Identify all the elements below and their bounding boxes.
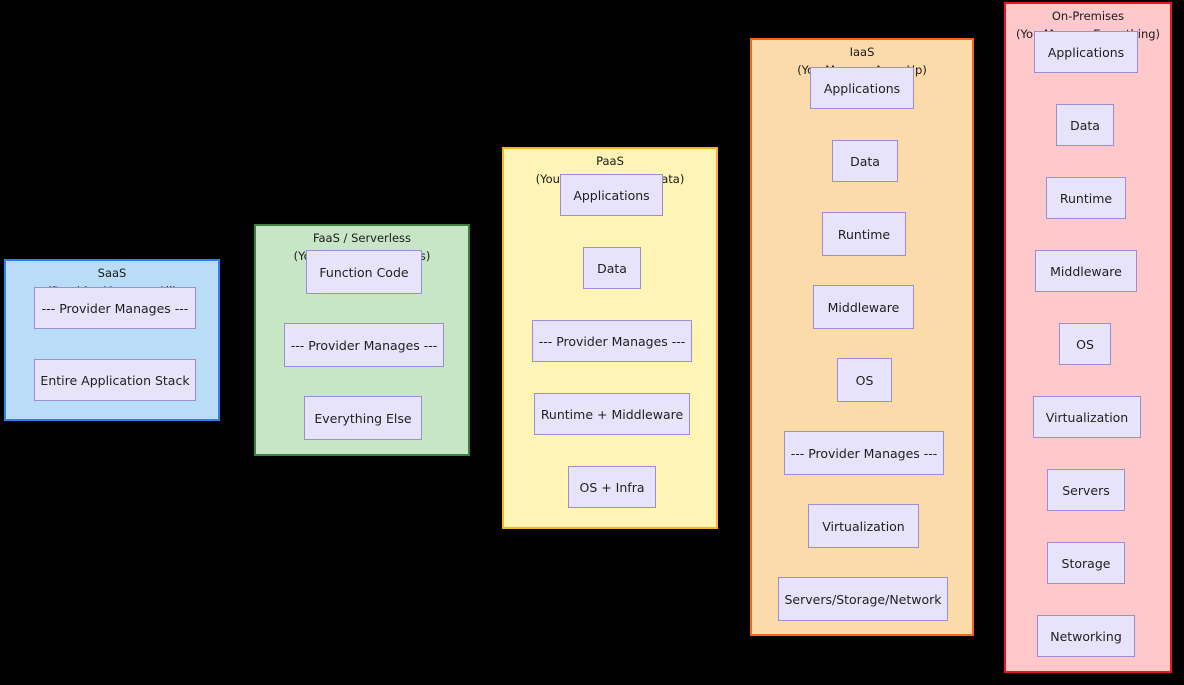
layer-box[interactable]: Runtime + Middleware [534,393,690,435]
layer-box[interactable]: OS [1059,323,1111,365]
layer-box[interactable]: Servers [1047,469,1125,511]
layer-box[interactable]: Everything Else [304,396,422,440]
layer-box[interactable]: Virtualization [1033,396,1141,438]
service-model-column-faas[interactable]: FaaS / Serverless (You Manage Functions)… [254,224,470,456]
layer-box[interactable]: --- Provider Manages --- [34,287,196,329]
service-model-column-paas[interactable]: PaaS (You Manage App + Data)Applications… [502,147,718,529]
layer-box[interactable]: Applications [1034,31,1138,73]
layer-box[interactable]: Entire Application Stack [34,359,196,401]
layer-box[interactable]: Applications [560,174,663,216]
layer-box[interactable]: Middleware [1035,250,1137,292]
layer-box[interactable]: --- Provider Manages --- [532,320,692,362]
layer-box[interactable]: --- Provider Manages --- [784,431,944,475]
layer-box[interactable]: Middleware [813,285,914,329]
layer-box[interactable]: Data [583,247,641,289]
layer-box[interactable]: Virtualization [808,504,919,548]
layer-box[interactable]: Data [832,140,898,182]
layer-box[interactable]: Runtime [822,212,906,256]
layer-box[interactable]: OS + Infra [568,466,656,508]
layer-box[interactable]: Networking [1037,615,1135,657]
service-model-column-saas[interactable]: SaaS (Provider Manages All)--- Provider … [4,259,220,421]
layer-box[interactable]: Function Code [306,250,422,294]
layer-box[interactable]: Servers/Storage/Network [778,577,948,621]
layer-box[interactable]: OS [837,358,892,402]
layer-box[interactable]: Data [1056,104,1114,146]
layer-box[interactable]: Applications [810,67,914,109]
layer-box[interactable]: Storage [1047,542,1125,584]
service-model-column-onprem[interactable]: On-Premises (You Manage Everything)Appli… [1004,2,1172,673]
service-model-column-iaas[interactable]: IaaS (You Manage Apps Up)ApplicationsDat… [750,38,974,636]
layer-box[interactable]: --- Provider Manages --- [284,323,444,367]
layer-box[interactable]: Runtime [1046,177,1126,219]
